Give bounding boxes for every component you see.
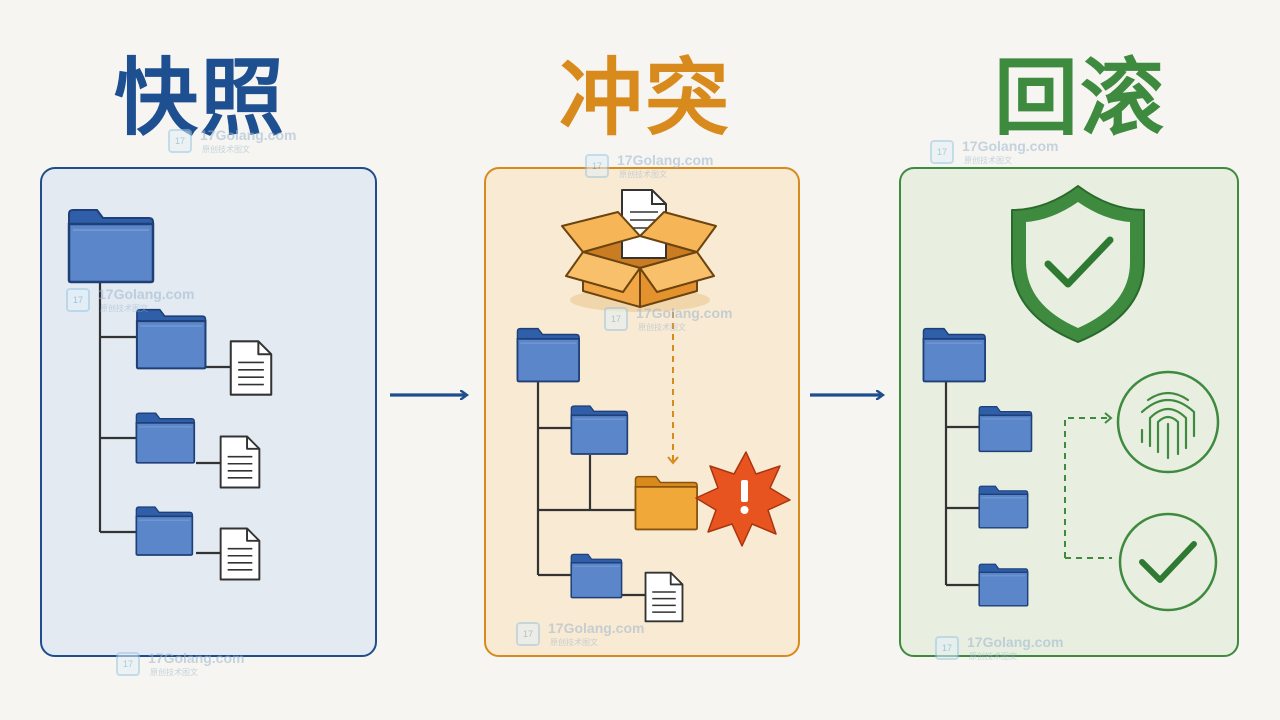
watermark-logo-icon: 17 [516,622,540,646]
folder-icon [135,412,196,464]
folder-icon [570,405,629,455]
watermark: 17 17Golang.com 原创技术图文 [930,138,1080,168]
snapshot-panel [40,167,377,657]
watermark: 17 17Golang.com 原创技术图文 [168,127,318,157]
document-icon [219,435,261,489]
watermark-logo-icon: 17 [935,636,959,660]
watermark: 17 17Golang.com 原创技术图文 [604,305,754,335]
shield-check-icon [1011,185,1145,343]
folder-icon [135,308,207,370]
folder-icon [978,563,1029,607]
document-icon [229,340,273,396]
watermark-logo-icon: 17 [604,307,628,331]
watermark-logo-icon: 17 [585,154,609,178]
watermark: 17 17Golang.com 原创技术图文 [516,620,666,650]
folder-icon [978,405,1033,453]
snapshot-tree-lines [98,282,230,555]
folder-icon [634,475,699,531]
watermark-logo-icon: 17 [116,652,140,676]
folder-icon [516,327,581,383]
folder-icon [135,506,194,556]
title-rollback: 回滚 [993,49,1166,147]
watermark: 17 17Golang.com 原创技术图文 [585,152,735,182]
watermark-logo-icon: 17 [66,288,90,312]
rollback-tree-lines [944,382,980,587]
rollback-panel [899,167,1239,657]
folder-icon [570,553,623,599]
title-conflict: 冲突 [558,49,731,147]
watermark: 17 17Golang.com 原创技术图文 [66,286,216,316]
document-icon [219,527,261,581]
watermark: 17 17Golang.com 原创技术图文 [935,634,1085,664]
dashed-connector [1064,412,1113,558]
check-circle-icon [1118,512,1218,612]
watermark-logo-icon: 17 [930,140,954,164]
watermark-logo-icon: 17 [168,129,192,153]
document-icon [644,571,684,623]
alert-burst-icon [695,451,791,547]
watermark: 17 17Golang.com 原创技术图文 [116,650,266,680]
folder-icon [978,485,1029,529]
title-snapshot: 快照 [113,49,286,147]
open-box-icon [561,189,717,312]
conflict-panel [484,167,800,657]
folder-icon [67,208,155,284]
folder-icon [922,327,987,383]
fingerprint-icon [1116,370,1220,474]
